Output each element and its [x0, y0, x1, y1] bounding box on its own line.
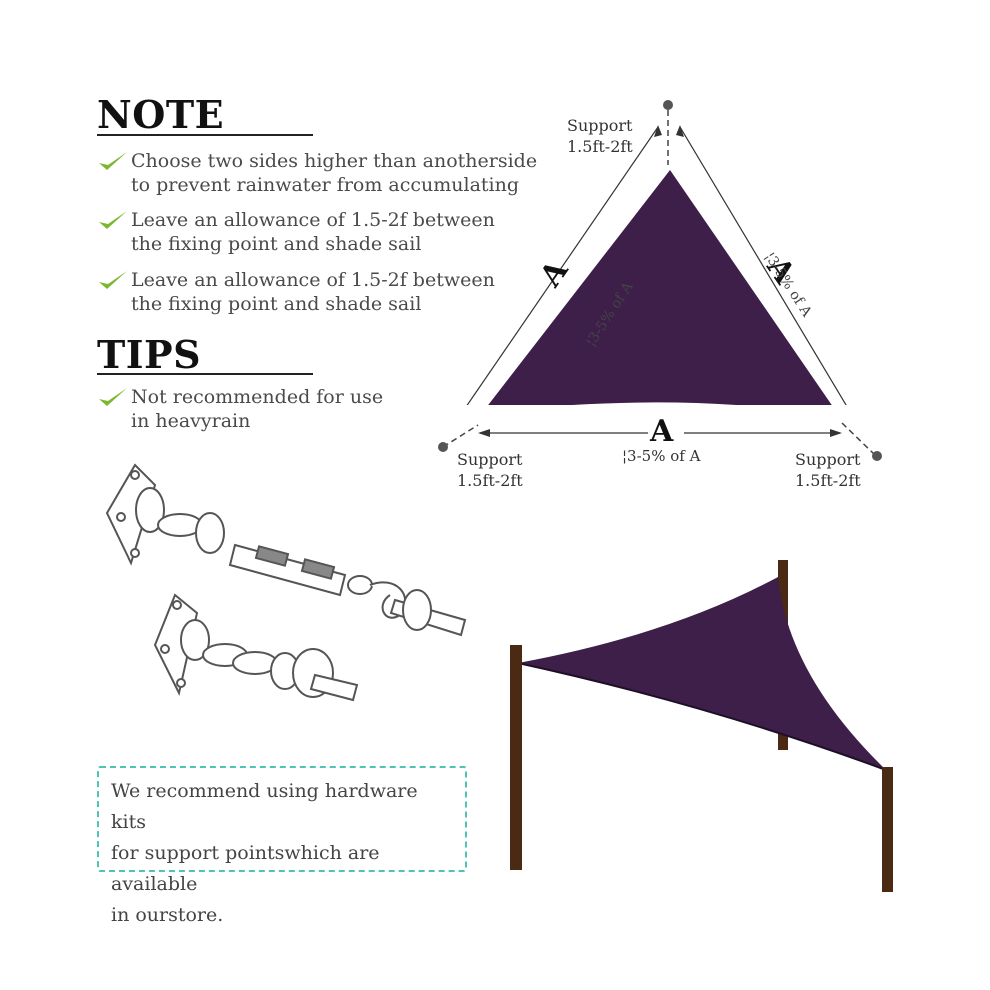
tips-item-1: Not recommended for use in heavyrain	[97, 385, 383, 433]
triangle-diagram: A A ¦3-5% of A ¦3-5% of A	[466, 100, 847, 405]
side-label-left: A	[533, 253, 576, 294]
check-icon	[99, 388, 127, 406]
note-item-1: Choose two sides higher than anotherside…	[97, 149, 537, 197]
post-right	[882, 767, 893, 892]
installed-sail-illustration	[510, 560, 893, 892]
support-label-left: Support 1.5ft-2ft	[457, 450, 523, 490]
note-heading: NOTE	[97, 92, 225, 137]
check-icon	[99, 152, 127, 170]
note-item-3: Leave an allowance of 1.5-2f between the…	[97, 268, 495, 316]
recommendation-box: We recommend using hardware kits for sup…	[97, 766, 467, 926]
check-icon	[99, 211, 127, 229]
support-point-right-dot	[872, 451, 882, 461]
support-point-left-dot	[438, 442, 448, 452]
tips-heading: TIPS	[97, 332, 202, 377]
support-label-top: Support 1.5ft-2ft	[567, 116, 633, 156]
sail-installed	[518, 577, 886, 770]
note-item-text: Choose two sides higher than anotherside…	[131, 150, 538, 196]
note-item-text: Leave an allowance of 1.5-2f between the…	[131, 209, 495, 255]
sail-triangle	[488, 170, 832, 405]
note-item-2: Leave an allowance of 1.5-2f between the…	[97, 208, 495, 256]
note-underline	[97, 134, 313, 136]
check-icon	[99, 271, 127, 289]
percent-label-bottom: ¦3-5% of A	[622, 447, 701, 465]
recommendation-text: We recommend using hardware kits for sup…	[111, 780, 418, 926]
note-item-text: Leave an allowance of 1.5-2f between the…	[131, 269, 495, 315]
hardware-illustration	[105, 463, 467, 702]
triangle-diagram-base: A	[438, 414, 882, 461]
support-label-right: Support 1.5ft-2ft	[795, 450, 861, 490]
support-point-top	[663, 100, 673, 110]
side-label-bottom: A	[649, 414, 674, 449]
tips-item-text: Not recommended for use in heavyrain	[131, 386, 384, 432]
tips-underline	[97, 373, 313, 375]
post-left	[510, 645, 522, 870]
